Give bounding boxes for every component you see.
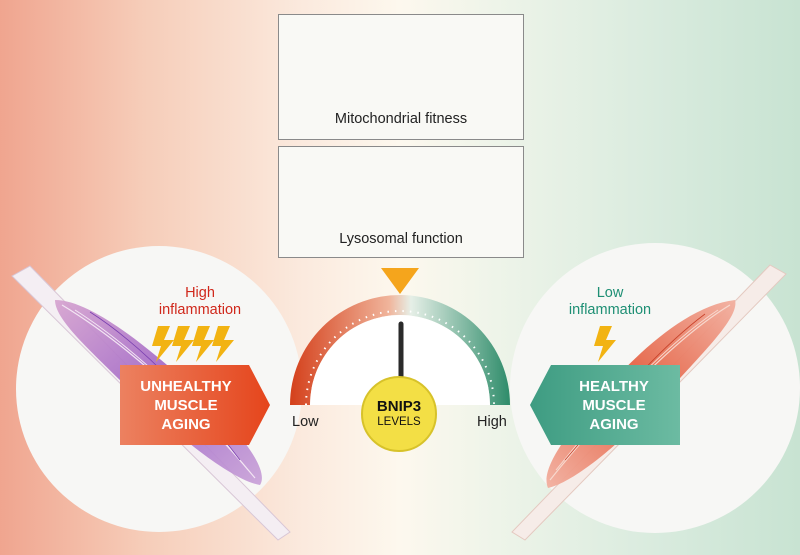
lightning-icon xyxy=(172,326,194,362)
bnip3-levels-badge: BNIP3 LEVELS xyxy=(361,376,437,452)
lightning-icon xyxy=(212,326,234,362)
low-inflammation-lightning xyxy=(594,326,616,362)
lightning-icon xyxy=(152,326,174,362)
lightning-icon xyxy=(192,326,214,362)
mitochondrial-fitness-label: Mitochondrial fitness xyxy=(334,111,468,127)
bnip3-gauge xyxy=(290,295,510,406)
gauge-low-label: Low xyxy=(292,414,319,430)
pointer-triangle-icon xyxy=(381,268,419,294)
lysosomal-function-label: Lysosomal function xyxy=(339,231,463,247)
lightning-icon xyxy=(594,326,616,362)
lysosomal-function-panel: Lysosomal function xyxy=(278,146,524,258)
bnip3-subtitle: LEVELS xyxy=(377,416,421,428)
low-inflammation-label: Low inflammation xyxy=(568,285,652,318)
gauge-high-label: High xyxy=(477,414,507,430)
high-inflammation-label: High inflammation xyxy=(158,285,242,318)
unhealthy-muscle-aging-tag: UNHEALTHY MUSCLE AGING xyxy=(120,365,270,445)
bnip3-title: BNIP3 xyxy=(376,398,422,415)
mitochondrial-fitness-panel: Mitochondrial fitness xyxy=(278,14,524,140)
healthy-muscle-aging-tag: HEALTHY MUSCLE AGING xyxy=(530,365,680,445)
high-inflammation-lightning xyxy=(152,326,234,362)
